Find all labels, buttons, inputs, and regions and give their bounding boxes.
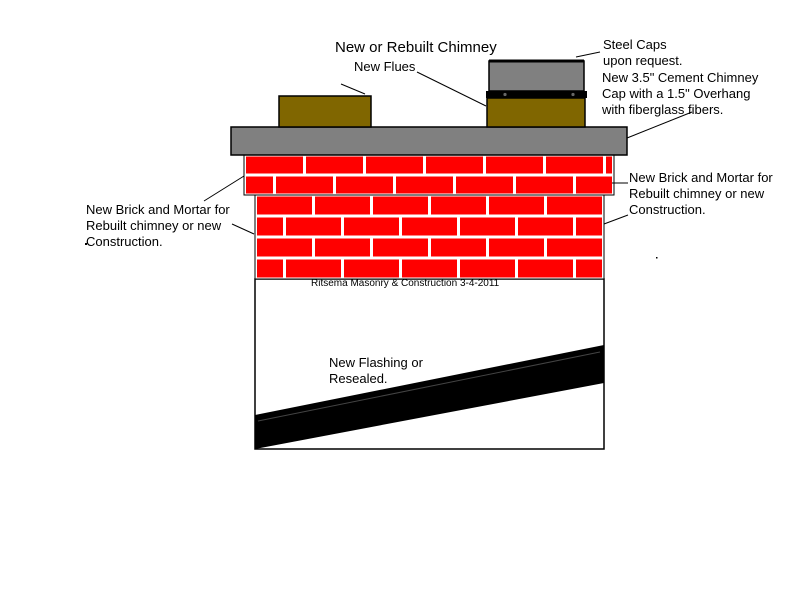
steel-cap-rivet (503, 92, 507, 97)
lower-brick-courses (254, 194, 605, 280)
label-steel-caps: Steel Caps upon request. (603, 37, 683, 69)
label-line: with fiberglass fibers. (602, 102, 724, 117)
diagram-title: New or Rebuilt Chimney (335, 39, 497, 56)
leader-cement-cap (626, 111, 693, 139)
brick (486, 156, 543, 174)
brick (518, 259, 573, 278)
steel-cap (488, 60, 585, 92)
label-brick-left: New Brick and Mortar for Rebuilt chimney… (86, 202, 230, 250)
brick (431, 196, 486, 215)
label-line: Rebuilt chimney or new (629, 186, 765, 201)
brick (547, 238, 602, 257)
brick (402, 259, 457, 278)
brick (460, 259, 515, 278)
brick (366, 156, 423, 174)
label-line: Construction. (629, 202, 706, 217)
brick (344, 217, 399, 236)
brick (576, 259, 602, 278)
steel-cap-band (486, 91, 587, 98)
brick (546, 156, 603, 174)
label-line: Steel Caps (603, 37, 667, 52)
brick (489, 196, 544, 215)
brick (576, 217, 602, 236)
upper-brick-courses (243, 154, 615, 196)
brick (516, 176, 573, 194)
brick (257, 238, 312, 257)
brick (402, 217, 457, 236)
leader-brick-right (603, 214, 629, 225)
leader-new-flues-left (340, 83, 366, 95)
brick (336, 176, 393, 194)
label-line: New Flashing or (329, 355, 423, 370)
brick (426, 156, 483, 174)
leader-brick-left-lower (231, 223, 255, 235)
brick (257, 196, 312, 215)
brick (344, 259, 399, 278)
label-line: Rebuilt chimney or new (86, 218, 222, 233)
brick (286, 217, 341, 236)
brick (547, 196, 602, 215)
stray-mark (85, 243, 87, 245)
label-line: New Brick and Mortar for (629, 170, 773, 185)
credit-text: Ritsema Masonry & Construction 3-4-2011 (311, 278, 500, 289)
steel-cap-rivet (571, 92, 575, 97)
label-line: upon request. (603, 53, 683, 68)
brick (286, 259, 341, 278)
label-brick-right: New Brick and Mortar for Rebuilt chimney… (629, 170, 773, 218)
brick (276, 176, 333, 194)
brick (257, 259, 283, 278)
brick (257, 217, 283, 236)
brick (246, 156, 303, 174)
brick (460, 217, 515, 236)
cement-cap (230, 126, 628, 156)
brick (396, 176, 453, 194)
brick (373, 238, 428, 257)
brick (489, 238, 544, 257)
label-line: Cap with a 1.5" Overhang (602, 86, 751, 101)
roof-flashing (255, 345, 604, 449)
flashing-highlight (257, 351, 601, 422)
label-line: Resealed. (329, 371, 388, 386)
label-flashing: New Flashing or Resealed. (329, 355, 423, 387)
brick (246, 176, 273, 194)
label-cement-cap: New 3.5" Cement Chimney Cap with a 1.5" … (602, 70, 758, 118)
label-line: New 3.5" Cement Chimney (602, 70, 759, 85)
brick (431, 238, 486, 257)
brick (373, 196, 428, 215)
label-line: Construction. (86, 234, 163, 249)
brick (606, 156, 612, 174)
brick (315, 238, 370, 257)
flue-right (486, 97, 586, 128)
leader-steel-caps (575, 51, 601, 58)
flue-left (278, 95, 372, 128)
brick (518, 217, 573, 236)
label-line: New Brick and Mortar for (86, 202, 230, 217)
label-new-flues: New Flues (354, 59, 416, 74)
leader-new-flues-right (416, 71, 487, 107)
brick (456, 176, 513, 194)
brick (315, 196, 370, 215)
stray-mark (656, 257, 658, 259)
leader-brick-left (203, 175, 245, 202)
brick (306, 156, 363, 174)
brick (576, 176, 612, 194)
